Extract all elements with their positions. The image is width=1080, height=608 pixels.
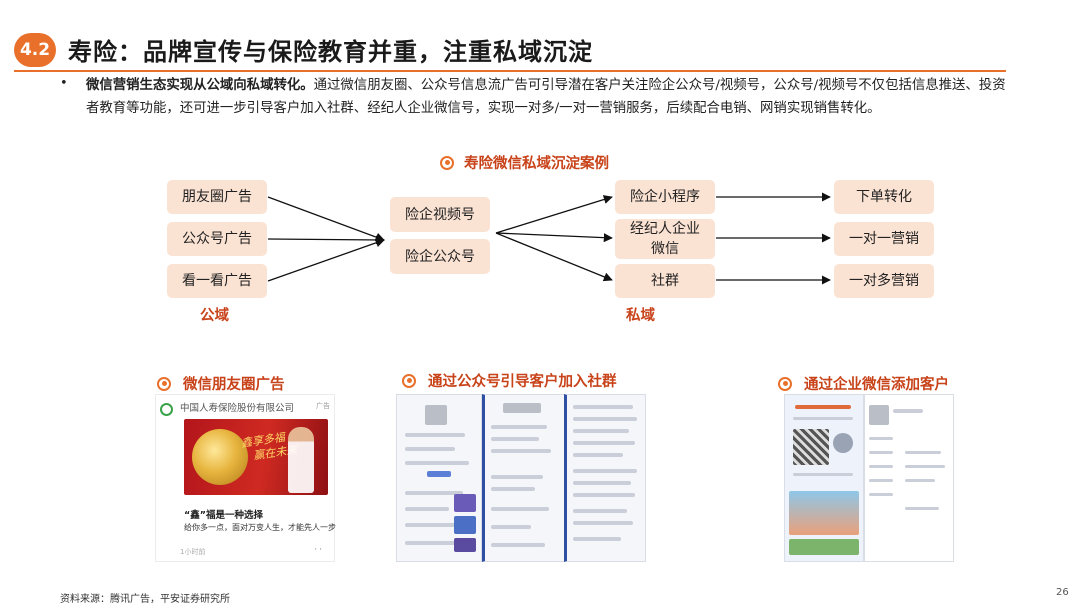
section-number-badge: 4.2 xyxy=(14,33,56,67)
wecom-profile-screenshot xyxy=(864,394,954,562)
node-one-to-many: 一对多营销 xyxy=(834,264,934,298)
node-video-account: 险企视频号 xyxy=(390,197,490,232)
panel-title-moments: 微信朋友圈广告 xyxy=(157,373,285,394)
ad-banner-image: 鑫享多福 赢在未来 xyxy=(184,419,328,495)
title-divider xyxy=(14,70,1006,72)
node-moments-ad: 朋友圈广告 xyxy=(167,180,267,214)
ad-company-name: 中国人寿保险股份有限公司 xyxy=(180,400,294,414)
panel-title-official-account-text: 通过公众号引导客户加入社群 xyxy=(428,370,617,391)
panel-title-wecom-text: 通过企业微信添加客户 xyxy=(804,373,949,394)
more-options-icon: ·· xyxy=(314,545,324,555)
arrow-moments-to-accounts xyxy=(268,197,384,240)
private-domain-label: 私域 xyxy=(626,304,655,325)
bullet-bold-lead: 微信营销生态实现从公域向私域转化。 xyxy=(86,77,314,93)
arrow-accounts-to-wecom xyxy=(496,233,612,238)
page-number: 26 xyxy=(1056,587,1069,598)
official-account-screenshot-3 xyxy=(564,394,646,562)
ad-subline: 给你多一点，面对万变人生，才能先人一步 xyxy=(184,522,336,533)
node-one-to-one: 一对一营销 xyxy=(834,222,934,256)
page-title: 寿险：品牌宣传与保险教育并重，注重私域沉淀 xyxy=(68,32,593,67)
athlete-figure xyxy=(288,427,314,493)
arrow-accounts-to-miniprogram xyxy=(496,197,612,233)
wecom-qr-screenshot xyxy=(784,394,864,562)
node-official-account: 险企公众号 xyxy=(390,239,490,274)
node-agent-wecom: 经纪人企业 微信 xyxy=(615,219,715,259)
source-note: 资料来源：腾讯广告，平安证券研究所 xyxy=(60,590,230,605)
node-kankan-ad: 看一看广告 xyxy=(167,264,267,298)
node-community: 社群 xyxy=(615,264,715,298)
official-account-screenshot-2 xyxy=(482,394,566,562)
chat-thumbnails xyxy=(454,494,476,554)
promo-illustration xyxy=(789,491,859,535)
panel-title-moments-text: 微信朋友圈广告 xyxy=(183,373,285,394)
target-ring-icon xyxy=(778,377,792,391)
node-official-account-ad: 公众号广告 xyxy=(167,222,267,256)
bullet-marker: • xyxy=(60,76,68,91)
bullet-paragraph: 微信营销生态实现从公域向私域转化。通过微信朋友圈、公众号信息流广告可引导潜在客户… xyxy=(86,74,1011,120)
ad-timestamp: 1小时前 xyxy=(180,547,205,557)
diagram-title-text: 寿险微信私域沉淀案例 xyxy=(464,152,609,173)
target-ring-icon xyxy=(440,156,454,170)
moments-ad-screenshot: 中国人寿保险股份有限公司 广告 鑫享多福 赢在未来 “鑫”福是一种选择 给你多一… xyxy=(155,394,335,562)
ad-headline: “鑫”福是一种选择 xyxy=(184,507,263,521)
arrow-accounts-to-community xyxy=(496,233,612,280)
panel-title-official-account: 通过公众号引导客户加入社群 xyxy=(402,370,617,391)
arrow-oa-ad-to-accounts xyxy=(268,239,384,240)
diagram-title: 寿险微信私域沉淀案例 xyxy=(440,152,609,173)
target-ring-icon xyxy=(402,374,416,388)
insurer-logo-icon xyxy=(160,403,173,416)
qr-code-icon xyxy=(793,429,829,465)
node-mini-program: 险企小程序 xyxy=(615,180,715,214)
panel-title-wecom: 通过企业微信添加客户 xyxy=(778,373,949,394)
target-ring-icon xyxy=(157,377,171,391)
public-domain-label: 公域 xyxy=(200,304,229,325)
arrow-kankan-to-accounts xyxy=(268,240,384,281)
node-order-conversion: 下单转化 xyxy=(834,180,934,214)
ad-tag: 广告 xyxy=(316,401,330,411)
